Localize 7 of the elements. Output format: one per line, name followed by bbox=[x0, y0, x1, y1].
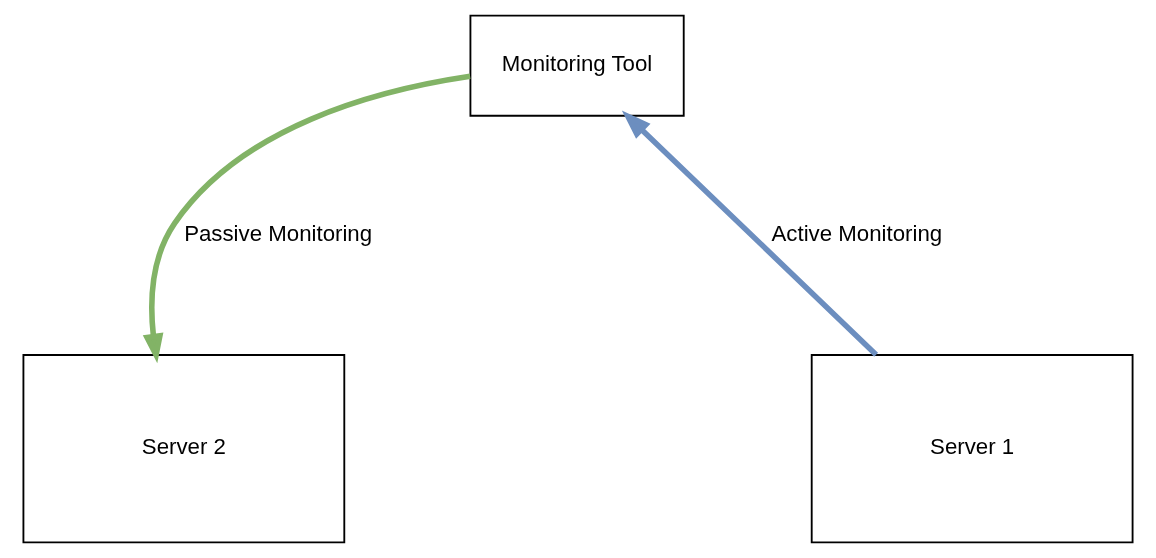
node-box: Server 2 bbox=[22, 354, 346, 544]
arrow bbox=[621, 110, 879, 357]
node-box: Monitoring Tool bbox=[469, 14, 685, 117]
edge-label: Passive Monitoring bbox=[184, 221, 373, 247]
node-box: Server 1 bbox=[810, 354, 1134, 544]
edge-label: Active Monitoring bbox=[771, 221, 943, 247]
arrow bbox=[142, 73, 471, 364]
